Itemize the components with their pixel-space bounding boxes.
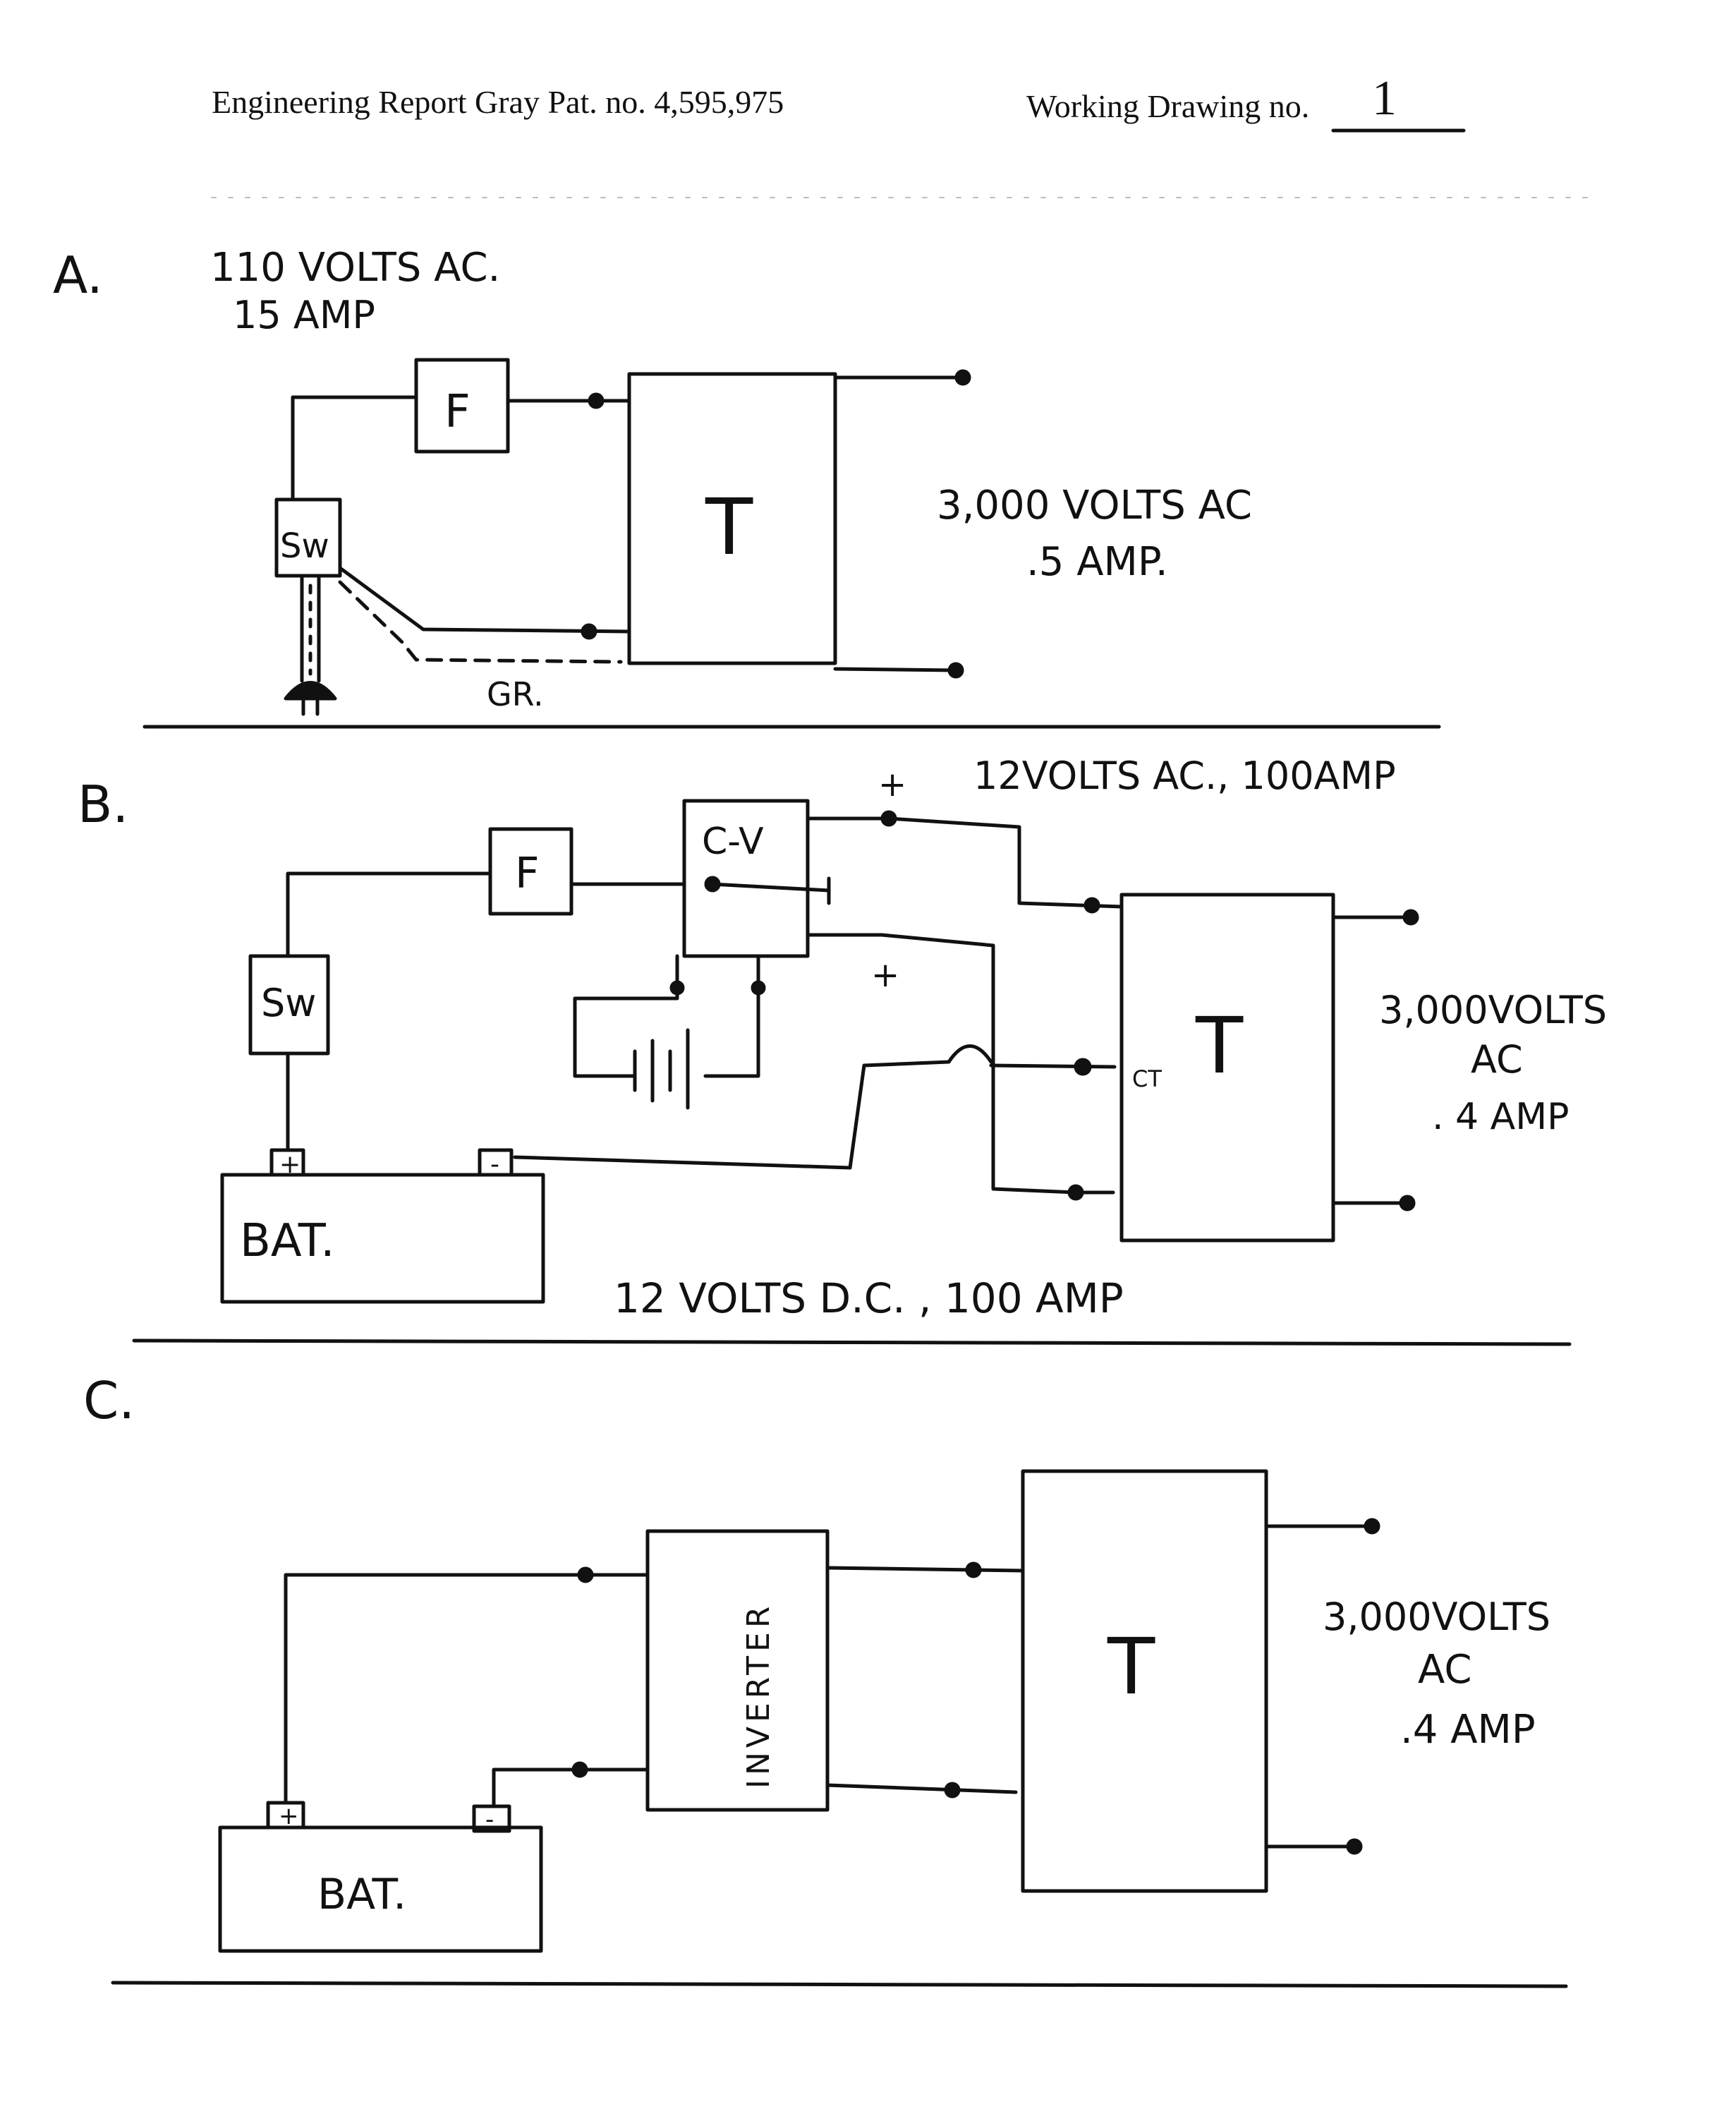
section-c-inverter <box>645 1529 830 1812</box>
section-c-transformer <box>1021 1469 1268 1893</box>
divider-bottom <box>111 1981 1568 1988</box>
section-b-battery <box>220 1173 545 1304</box>
section-c-battery-pos: + <box>279 1802 299 1830</box>
section-b-fuse <box>488 827 573 916</box>
divider-b-c <box>132 1339 1572 1346</box>
section-a-output-voltage: 3,000 VOLTS AC <box>937 483 1252 528</box>
section-b-battery-pos: + <box>279 1150 301 1179</box>
section-c-output-current: .4 AMP <box>1400 1707 1536 1753</box>
section-a-wire-bottom <box>338 566 631 634</box>
section-b-battery-neg: - <box>490 1150 499 1179</box>
section-b-letter: B. <box>78 775 128 834</box>
section-a-input-voltage: 110 VOLTS AC. <box>210 245 500 291</box>
section-a-input-current: 15 AMP <box>233 293 375 337</box>
section-c-battery-neg: - <box>485 1806 494 1834</box>
section-c-output-ac: AC <box>1418 1647 1471 1693</box>
section-b-transformer <box>1119 893 1335 1243</box>
section-a-transformer-label: T <box>705 482 753 572</box>
section-b-plus-top: + <box>878 765 906 804</box>
section-c: C. INVERTER + - BAT. T <box>83 1371 1550 1953</box>
working-drawing-label: Working Drawing no. <box>1026 88 1310 124</box>
section-a-fuse-label: F <box>444 386 471 438</box>
section-b-battery-pos-terminal <box>269 1148 305 1177</box>
section-b-output-ac: AC <box>1471 1037 1523 1082</box>
section-c-letter: C. <box>83 1371 135 1430</box>
section-c-battery-label: BAT. <box>317 1870 406 1919</box>
section-b-transformer-label: T <box>1195 1001 1244 1091</box>
section-b-plus-mid: + <box>871 955 899 995</box>
section-b-battery-label: BAT. <box>240 1215 335 1267</box>
section-b-battery-neg-terminal <box>478 1148 514 1177</box>
section-b-dc-label: 12 VOLTS D.C. , 100 AMP <box>614 1274 1124 1322</box>
report-title: Engineering Report Gray Pat. no. 4,595,9… <box>212 84 784 120</box>
section-b: B. + 12VOLTS AC., 100AMP F C-V Sw <box>78 754 1607 1322</box>
section-b-cv-box <box>682 799 810 958</box>
section-c-output-voltage: 3,000VOLTS <box>1323 1595 1550 1639</box>
section-b-output-current: . 4 AMP <box>1432 1096 1569 1138</box>
section-a-output-current: .5 AMP. <box>1026 539 1168 585</box>
section-b-ct-label: CT <box>1132 1065 1162 1092</box>
section-c-transformer-label: T <box>1107 1621 1155 1712</box>
section-c-inverter-label: INVERTER <box>741 1602 777 1789</box>
section-a-switch-label: Sw <box>280 526 329 566</box>
section-a-letter: A. <box>53 246 103 305</box>
section-b-fuse-label: F <box>515 849 540 898</box>
section-a-wire-top <box>291 395 418 502</box>
section-a-transformer <box>627 372 837 665</box>
section-a: A. 110 VOLTS AC. 15 AMP F Sw <box>53 245 1252 716</box>
section-a-switch <box>274 497 342 578</box>
section-a-plug-icon <box>284 681 337 701</box>
section-b-wire-sw-fuse <box>286 871 492 958</box>
working-drawing-number: 1 <box>1372 71 1397 126</box>
section-c-battery-neg-terminal <box>472 1804 511 1833</box>
section-a-ground-label: GR. <box>487 675 544 713</box>
section-a-ground-wire <box>338 580 623 664</box>
section-a-fuse <box>414 358 510 454</box>
section-b-output-voltage: 3,000VOLTS <box>1379 988 1607 1032</box>
section-c-battery <box>218 1825 543 1953</box>
section-b-cv-label: C-V <box>702 821 764 863</box>
section-b-wire-cv-ttop <box>806 816 1124 909</box>
section-b-ac-label: 12VOLTS AC., 100AMP <box>973 754 1396 798</box>
section-b-switch-label: Sw <box>261 981 316 1025</box>
